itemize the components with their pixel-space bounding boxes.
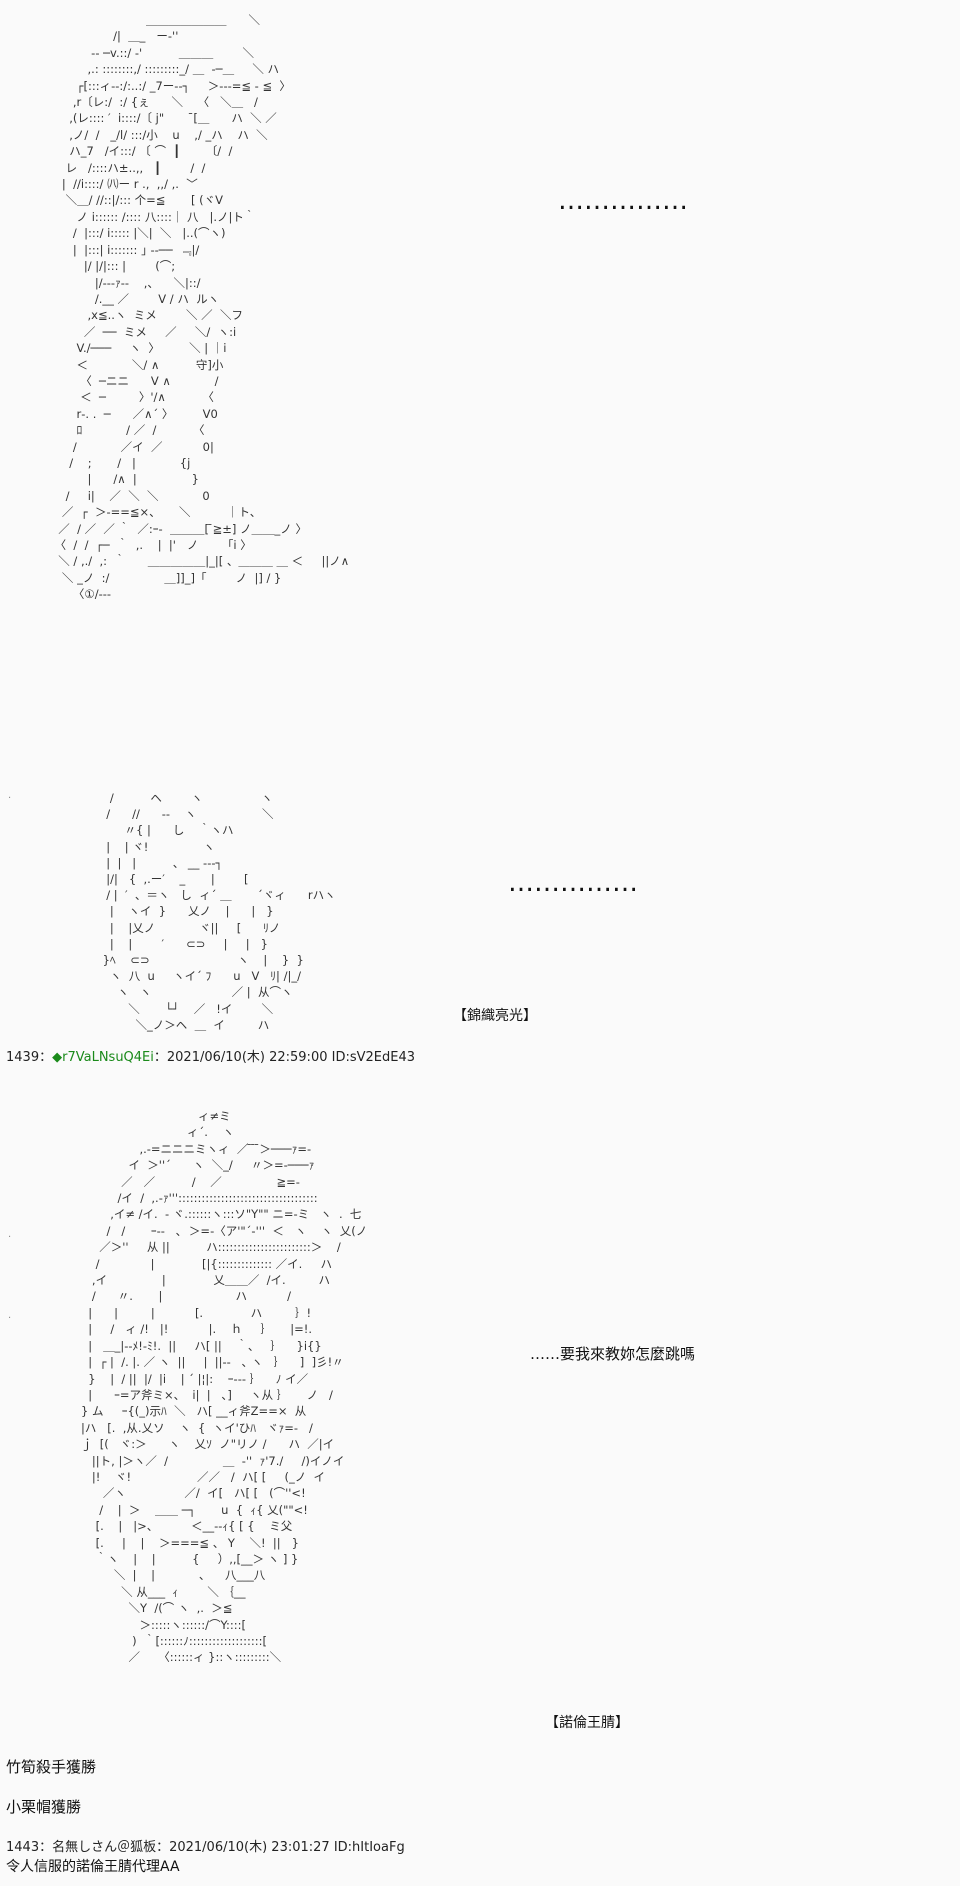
- post-trip[interactable]: ◆r7VaLNsuQ4Ei: [52, 1050, 154, 1065]
- post-date: ：2021/06/10(木) 22:59:00 ID:sV2EdE43: [153, 1050, 415, 1065]
- character-tag-panel-2: 【錦織亮光】: [453, 1008, 537, 1024]
- margin-mark: ·: [8, 793, 12, 804]
- ascii-art-panel-1: ＿＿＿＿＿＿＿ ＼ /| ＿_ ー‐'' -- ─v.::/ ‐' ＿＿＿ ＼ …: [54, 13, 350, 602]
- post-number[interactable]: 1443: [6, 1840, 40, 1855]
- post-number[interactable]: 1439: [6, 1050, 40, 1065]
- ascii-art-panel-2: / ヘ ヽ ヽ / // -- ヽ ＼ 〃{ | し ｀ヽハ | | ヾ! ヽ …: [102, 791, 336, 1032]
- post-name-date: ：名無しさん＠狐板：2021/06/10(木) 23:01:27 ID:hItI…: [39, 1840, 405, 1855]
- post-header-1439: 1439：◆r7VaLNsuQ4Ei：2021/06/10(木) 22:59:0…: [6, 1046, 415, 1065]
- ascii-art-panel-3: ィ≠ミ ィ´. ヽ ,.-=ニニニミヽィ ／ ̄ ̄ ̄＞───ｧ=‐ イ ＞'…: [80, 1109, 368, 1665]
- character-tag-panel-3: 【諾倫王腈】: [545, 1715, 629, 1731]
- ellipsis-panel-2: ……………: [508, 868, 638, 898]
- ellipsis-panel-1: ……………: [558, 186, 688, 216]
- margin-mark: ·: [8, 1232, 12, 1243]
- result-line-2: 小栗帽獲勝: [6, 1798, 82, 1816]
- post-message-1443: 令人信服的諾倫王腈代理AA: [6, 1859, 180, 1875]
- speech-text-panel-3: ……要我來教妳怎麼跳嗎: [530, 1345, 696, 1363]
- post-header-1443: 1443：名無しさん＠狐板：2021/06/10(木) 23:01:27 ID:…: [6, 1836, 405, 1855]
- post-separator: ：: [39, 1050, 53, 1065]
- result-line-1: 竹筍殺手獲勝: [6, 1758, 97, 1776]
- margin-mark: ·: [8, 1313, 12, 1324]
